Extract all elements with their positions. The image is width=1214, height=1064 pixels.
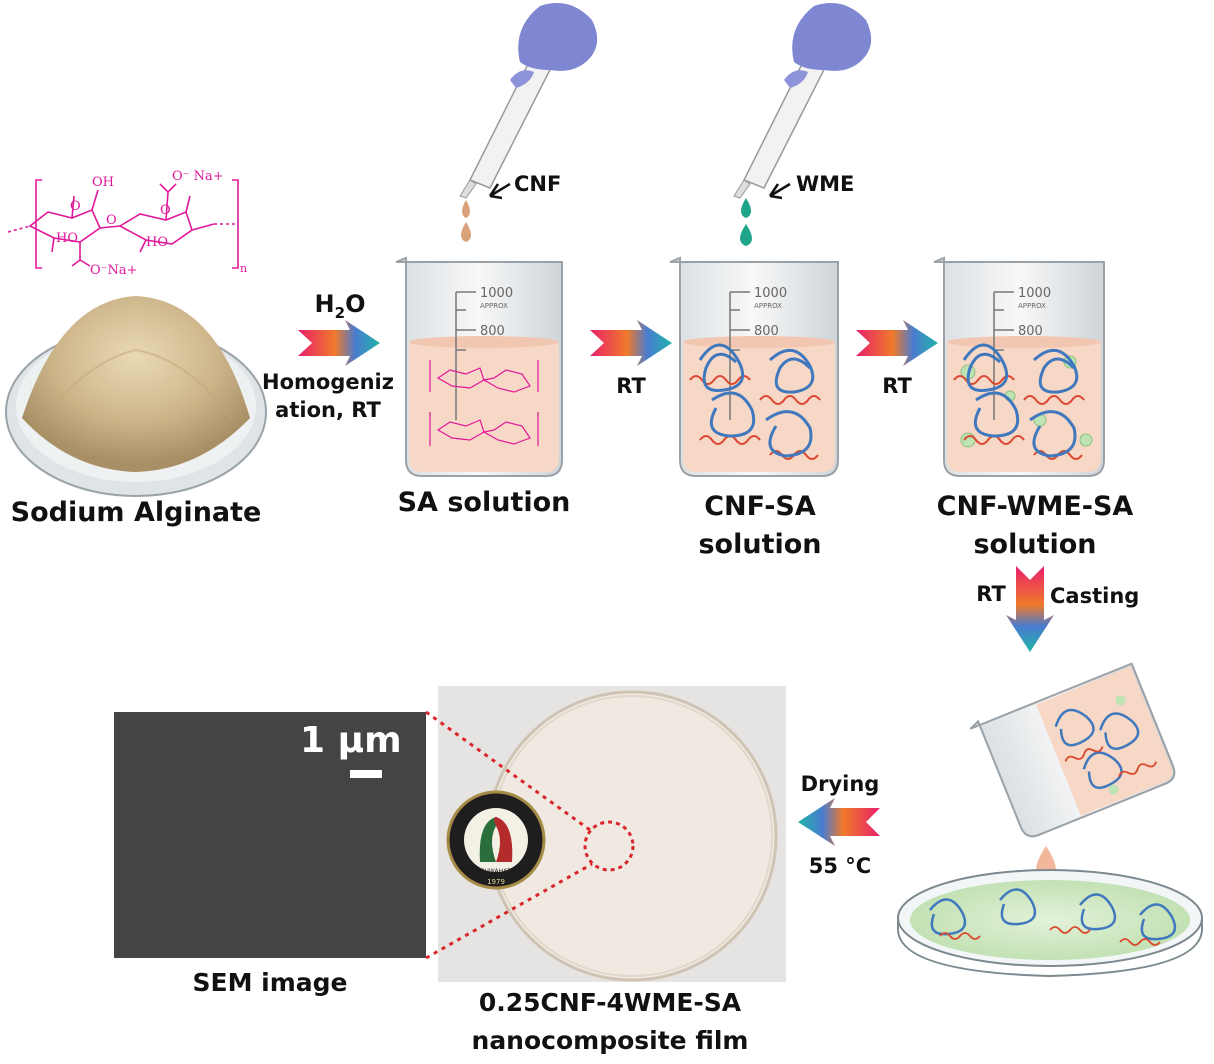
label-film-2: nanocomposite film: [471, 1026, 749, 1055]
alginate-structure: [7, 179, 239, 269]
cnf-sa-fibers: [698, 343, 815, 458]
wme-drop-2: [740, 224, 752, 246]
cnf-wme-sa-fibers: [962, 343, 1079, 458]
petri-dish: [897, 869, 1203, 978]
beaker-cnf-sa: 1000 APPROX 800: [669, 256, 839, 477]
label-ho-mid: HO: [146, 235, 168, 250]
label-ho-left: HO: [56, 231, 78, 246]
label-carboxylate-bottom: O⁻Na+: [90, 263, 138, 278]
label-drying: Drying: [800, 772, 880, 796]
seal-city: GUWAHATI: [480, 868, 513, 875]
beaker-sa-1000: 1000: [480, 286, 513, 301]
label-subscript-n: n: [240, 262, 247, 275]
label-homogenization-2: ation, RT: [275, 398, 381, 422]
label-cnf-wme-sa-1: CNF-WME-SA: [936, 491, 1134, 522]
bracket-left: [35, 179, 42, 269]
label-rt-casting: RT: [976, 582, 1006, 606]
glove-1: [518, 3, 598, 71]
scale-bar-label: 1 μm: [300, 720, 402, 761]
beaker-cnf-wme-sa: 1000 APPROX 800: [933, 256, 1105, 477]
zoom-line-top: [425, 710, 591, 832]
label-cnf-sa-1: CNF-SA: [704, 491, 816, 522]
cnf-drop-1: [462, 200, 470, 218]
beaker-cnf-wme-sa-800: 800: [1018, 324, 1043, 339]
label-cnf-sa-2: solution: [698, 529, 822, 560]
pipette-cnf: [459, 3, 598, 199]
scale-bar: [350, 770, 382, 778]
sa-chains: [429, 360, 539, 446]
label-cnf: CNF: [514, 172, 562, 196]
beaker-sa-approx: APPROX: [480, 302, 508, 310]
zoom-circle: [583, 820, 635, 872]
arrow-drying: [798, 798, 880, 846]
label-drying-temp: 55 °C: [808, 854, 872, 878]
label-o-ring2: O: [160, 203, 171, 218]
arrow-casting: [1006, 566, 1054, 652]
ring-1: [28, 208, 101, 243]
label-o-link: O: [106, 213, 117, 228]
film-photo: 1979 GUWAHATI: [438, 686, 786, 982]
alginate-labels: OH O⁻ Na+ O O O HO HO O⁻Na+ n: [56, 169, 247, 278]
wme-drop-1: [741, 198, 751, 218]
label-carboxylate-top: O⁻ Na+: [172, 169, 224, 184]
ring-2: [118, 210, 193, 245]
arrow-rt-2: [590, 320, 672, 366]
pipette-wme: [733, 3, 872, 199]
label-casting: Casting: [1050, 584, 1140, 608]
beaker-sa-800: 800: [480, 324, 505, 339]
beaker-cnf-sa-800: 800: [754, 324, 779, 339]
arrow-rt-3: [856, 320, 938, 366]
institute-seal: 1979 GUWAHATI: [446, 790, 546, 890]
label-cnf-wme-sa-2: solution: [973, 529, 1097, 560]
h2o-sub: 2: [334, 303, 346, 322]
bracket-right: [232, 179, 239, 269]
wme-pointer-arrow: [768, 182, 791, 200]
sem-image-panel: [114, 712, 426, 958]
h2o-o: O: [345, 290, 366, 318]
cnf-pointer-arrow: [488, 182, 511, 200]
h2o-h: H: [314, 290, 335, 318]
label-sa-solution: SA solution: [397, 487, 571, 518]
label-oh-top: OH: [92, 175, 114, 190]
label-rt-2: RT: [616, 374, 646, 398]
glove-2: [792, 3, 872, 71]
label-sodium-alginate: Sodium Alginate: [10, 497, 262, 528]
beaker-cnf-sa-approx: APPROX: [754, 302, 782, 310]
label-sem-image: SEM image: [192, 968, 348, 997]
beaker-cnf-wme-sa-approx: APPROX: [1018, 302, 1046, 310]
label-wme: WME: [796, 172, 855, 196]
sodium-alginate-powder-dish: [5, 296, 267, 497]
label-film-1: 0.25CNF-4WME-SA: [478, 988, 742, 1017]
cnf-drop-2: [461, 222, 471, 242]
beaker-sa: 1000 APPROX 800: [395, 256, 563, 477]
pouring-beaker: [969, 662, 1176, 838]
label-homogenization-1: Homogeniz: [262, 370, 394, 394]
beaker-cnf-wme-sa-1000: 1000: [1018, 286, 1051, 301]
label-o-ring1: O: [70, 199, 81, 214]
arrow-h2o: [298, 320, 380, 366]
label-rt-3: RT: [882, 374, 912, 398]
seal-year: 1979: [487, 878, 505, 886]
beaker-cnf-sa-1000: 1000: [754, 286, 787, 301]
label-h2o: H2O: [300, 290, 380, 327]
